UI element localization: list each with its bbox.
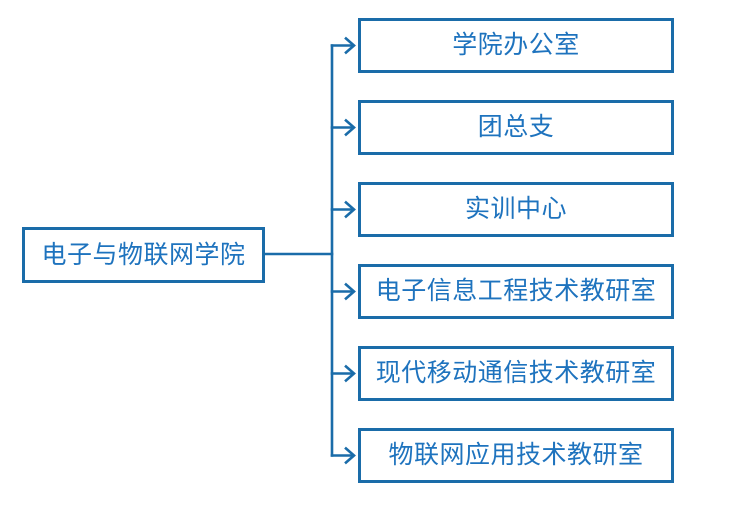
node-college-office: 学院办公室	[358, 18, 674, 73]
arrowhead-icon	[344, 282, 356, 301]
node-youth-league-branch: 团总支	[358, 100, 674, 155]
arrowhead-icon	[344, 364, 356, 383]
node-electronic-info-teaching-office: 电子信息工程技术教研室	[358, 264, 674, 319]
arrowhead-icon	[344, 200, 356, 219]
node-label: 团总支	[477, 113, 555, 141]
node-label: 电子与物联网学院	[41, 240, 246, 269]
arrowhead-icon	[344, 118, 356, 137]
arrowhead-icon	[344, 36, 356, 55]
node-college-root: 电子与物联网学院	[22, 227, 265, 283]
node-mobile-comm-teaching-office: 现代移动通信技术教研室	[358, 346, 674, 401]
node-label: 现代移动通信技术教研室	[375, 359, 657, 387]
node-label: 实训中心	[464, 195, 567, 223]
node-label: 学院办公室	[452, 31, 580, 59]
arrowhead-icon	[344, 446, 356, 465]
node-iot-app-teaching-office: 物联网应用技术教研室	[358, 428, 674, 483]
node-training-center: 实训中心	[358, 182, 674, 237]
node-label: 电子信息工程技术教研室	[375, 277, 657, 305]
node-label: 物联网应用技术教研室	[388, 441, 644, 469]
